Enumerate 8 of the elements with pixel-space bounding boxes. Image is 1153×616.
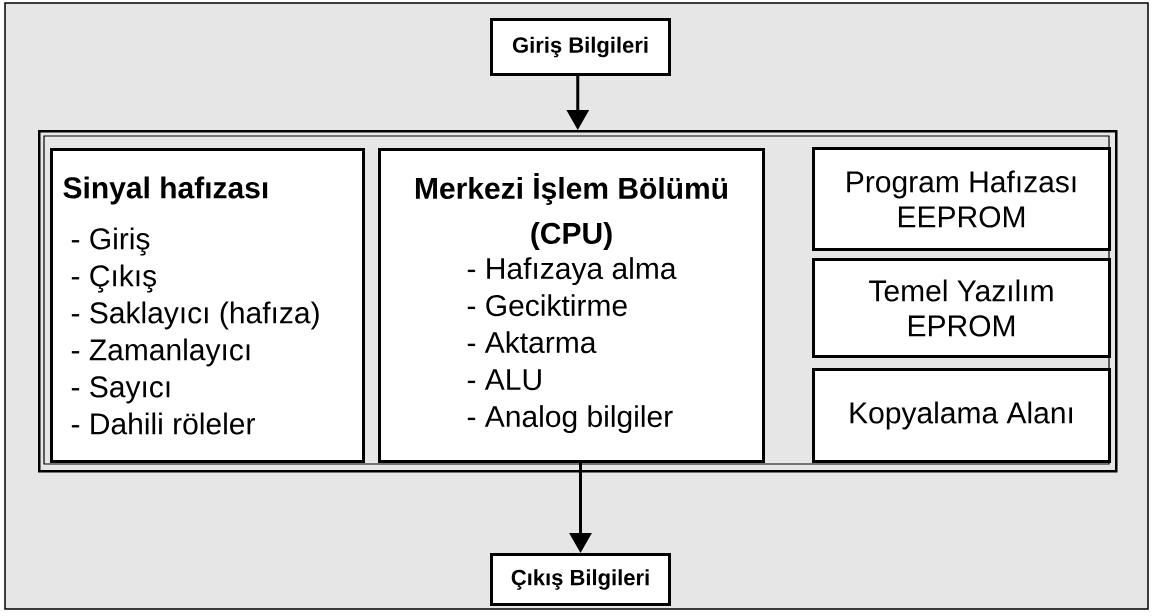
cpu-box: Merkezi İşlem Bölümü (CPU) - Hafızaya alma - Geciktirme - Aktarma - ALU - Analog bilgiler [378, 148, 765, 463]
memory-box: Sinyal hafızası - Giriş - Çıkış - Saklayıcı (hafıza) - Zamanlayıcı - Sayıcı - Dahili röleler [50, 148, 365, 463]
frame-box [38, 130, 1118, 473]
info-box: Çıkış Bilgileri [490, 553, 671, 606]
memory-box: Temel Yazılım EPROM [812, 258, 1111, 358]
memory-box: Kopyalama Alanı [812, 368, 1111, 463]
info-box: Giriş Bilgileri [490, 18, 671, 76]
memory-box: Program Hafızası EEPROM [812, 147, 1111, 251]
